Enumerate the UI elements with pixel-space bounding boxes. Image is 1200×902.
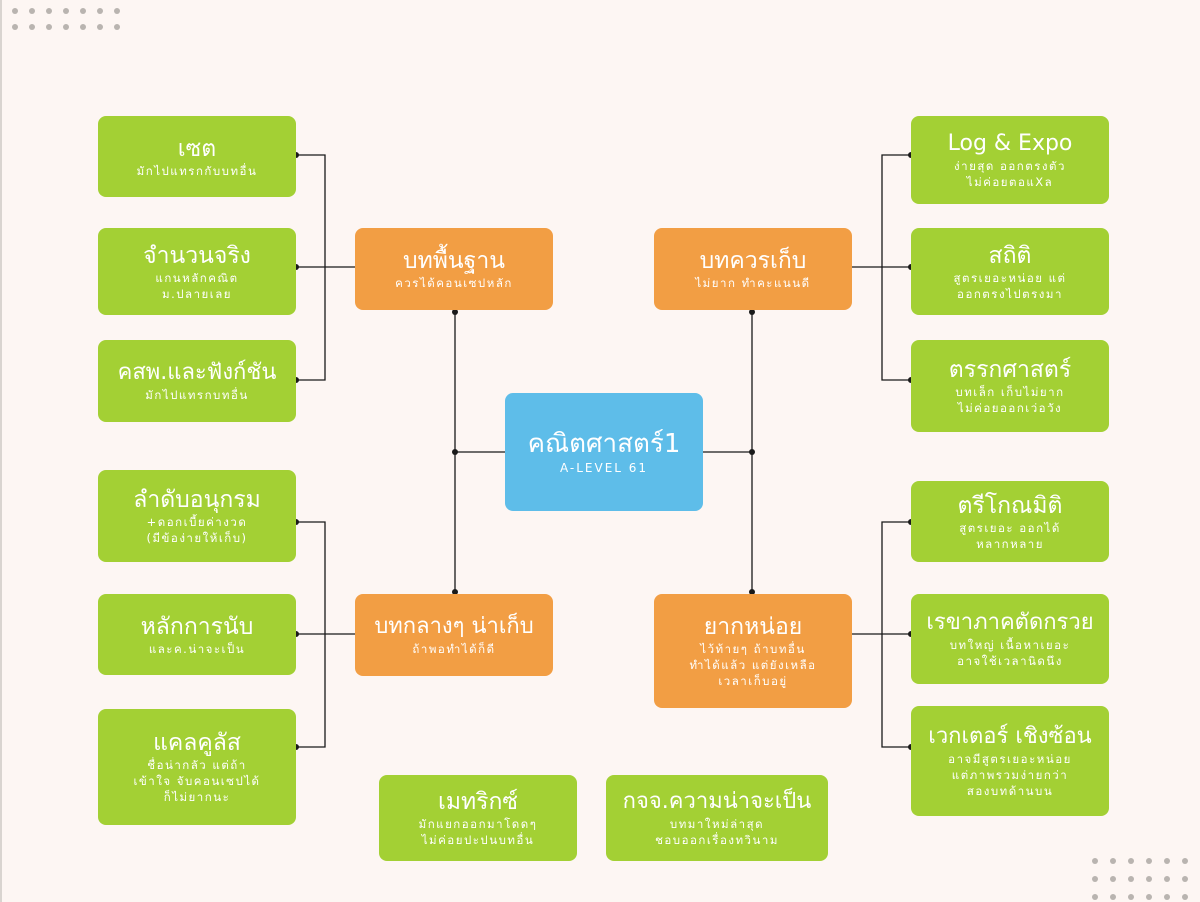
node-dot (749, 449, 755, 455)
topic-conic-note-1: บทใหญ่ เนื้อหาเยอะ (949, 638, 1071, 652)
topic-prob-title: กจจ.ความน่าจะเป็น (622, 789, 812, 814)
hub-basic-note: ควรได้คอนเซปหลัก (395, 276, 513, 290)
connector-center-basic (454, 312, 505, 453)
center-node: คณิตศาสตร์1 A-LEVEL 61 (505, 393, 703, 511)
topic-calculus: แคลคูลัส ชื่อน่ากลัว แต่ถ้า เข้าใจ จับคอ… (98, 709, 296, 825)
topic-matrix-title: เมทริกซ์ (437, 789, 519, 815)
hub-hard-title: ยากหน่อย (703, 614, 803, 640)
decorative-dots-top-left (12, 8, 120, 30)
hub-hard-note-2: ทำได้แล้ว แต่ยังเหลือ (689, 658, 817, 672)
topic-set: เซต มักไปแทรกกับบทอื่น (98, 116, 296, 197)
node-dot (749, 309, 755, 315)
hub-medium-title: บทกลางๆ น่าเก็บ (374, 614, 534, 639)
topic-trigonometry: ตรีโกณมิติ สูตรเยอะ ออกได้ หลากหลาย (911, 481, 1109, 562)
topic-calc-title: แคลคูลัส (153, 730, 241, 756)
topic-trig-note-1: สูตรเยอะ ออกได้ (959, 520, 1061, 535)
topic-set-title: เซต (177, 135, 217, 162)
topic-logic-note-2: ไม่ค่อยออกเว่อวัง (957, 401, 1063, 415)
hub-keep-title: บทควรเก็บ (699, 248, 807, 274)
topic-real-title: จำนวนจริง (143, 242, 251, 269)
topic-seq-note-1: +ดอกเบี้ยค่างวด (146, 515, 248, 529)
topic-trig-note-2: หลากหลาย (976, 536, 1044, 551)
topic-prob-note-2: ชอบออกเรื่องทวินาม (655, 833, 779, 847)
topic-vector-note-2: แต่ภาพรวมง่ายกว่า (951, 768, 1069, 782)
topic-sequences: ลำดับอนุกรม +ดอกเบี้ยค่างวด (มีข้อง่ายให… (98, 470, 296, 562)
hub-medium: บทกลางๆ น่าเก็บ ถ้าพอทำได้ก็ดี (355, 594, 553, 676)
hub-keep: บทควรเก็บ ไม่ยาก ทำคะแนนดี (654, 228, 852, 310)
node-dot (749, 589, 755, 595)
hub-keep-note: ไม่ยาก ทำคะแนนดี (695, 276, 811, 290)
page-edge (0, 0, 2, 902)
topic-logic-title: ตรรกศาสตร์ (948, 357, 1072, 383)
topic-conic-note-2: อาจใช้เวลานิดนึง (957, 654, 1063, 668)
topic-seq-note-2: (มีข้อง่ายให้เก็บ) (146, 531, 248, 545)
topic-probability: กจจ.ความน่าจะเป็น บทมาใหม่ล่าสุด ชอบออกเ… (606, 775, 828, 861)
topic-log-note-1: ง่ายสุด ออกตรงตัว (954, 159, 1066, 173)
topic-log-note-2: ไม่ค่อยตอแXล (966, 175, 1054, 189)
topic-vector-complex: เวกเตอร์ เชิงซ้อน อาจมีสูตรเยอะหน่อย แต่… (911, 706, 1109, 816)
topic-log-title: Log & Expo (947, 131, 1073, 156)
topic-trig-title: ตรีโกณมิติ (957, 492, 1063, 519)
topic-calc-note-2: เข้าใจ จับคอนเซปได้ (133, 774, 261, 788)
topic-count-note: และค.น่าจะเป็น (148, 641, 246, 656)
topic-counting: หลักการนับ และค.น่าจะเป็น (98, 594, 296, 675)
center-title: คณิตศาสตร์1 (527, 429, 681, 459)
hub-hard-note-3: เวลาเก็บอยู่ (718, 674, 788, 688)
topic-vector-title: เวกเตอร์ เชิงซ้อน (928, 724, 1092, 749)
topic-real-numbers: จำนวนจริง แกนหลักคณิต ม.ปลายเลย (98, 228, 296, 315)
topic-matrix-note-2: ไม่ค่อยปะปนบทอื่น (421, 833, 535, 847)
topic-set-note: มักไปแทรกกับบทอื่น (136, 163, 258, 178)
topic-conic-title: เรขาภาคตัดกรวย (926, 610, 1094, 635)
topic-stat-note-2: ออกตรงไปตรงมา (957, 286, 1063, 301)
node-dot (452, 309, 458, 315)
center-subtitle: A-LEVEL 61 (559, 461, 649, 475)
topic-logic: ตรรกศาสตร์ บทเล็ก เก็บไม่ยาก ไม่ค่อยออกเ… (911, 340, 1109, 432)
topic-matrix-note-1: มักแยกออกมาโดดๆ (418, 817, 538, 831)
connector-center-keep (703, 312, 753, 453)
topic-func-note: มักไปแทรกบทอื่น (145, 388, 249, 402)
topic-conic: เรขาภาคตัดกรวย บทใหญ่ เนื้อหาเยอะ อาจใช้… (911, 594, 1109, 684)
topic-count-title: หลักการนับ (140, 613, 254, 640)
topic-stat-note-1: สูตรเยอะหน่อย แต่ (953, 270, 1067, 285)
topic-real-note-2: ม.ปลายเลย (162, 286, 232, 301)
topic-func-title: คสพ.และฟังก์ชัน (117, 360, 277, 385)
hub-hard: ยากหน่อย ไว้ท้ายๆ ถ้าบทอื่น ทำได้แล้ว แต… (654, 594, 852, 708)
hub-medium-note: ถ้าพอทำได้ก็ดี (412, 642, 496, 656)
topic-logic-note-1: บทเล็ก เก็บไม่ยาก (955, 385, 1065, 399)
topic-functions: คสพ.และฟังก์ชัน มักไปแทรกบทอื่น (98, 340, 296, 422)
node-dot (452, 589, 458, 595)
topic-seq-title: ลำดับอนุกรม (133, 487, 261, 513)
topic-stat-title: สถิติ (988, 242, 1032, 269)
topic-log-expo: Log & Expo ง่ายสุด ออกตรงตัว ไม่ค่อยตอแX… (911, 116, 1109, 204)
topic-vector-note-3: สองบทด้านบน (966, 784, 1054, 798)
topic-calc-note-1: ชื่อน่ากลัว แต่ถ้า (147, 758, 247, 772)
topic-prob-note-1: บทมาใหม่ล่าสุด (669, 817, 765, 831)
hub-hard-note-1: ไว้ท้ายๆ ถ้าบทอื่น (700, 642, 806, 656)
hub-basic-title: บทพื้นฐาน (403, 248, 505, 274)
topic-vector-note-1: อาจมีสูตรเยอะหน่อย (948, 752, 1072, 766)
decorative-dots-bottom-right (1092, 858, 1188, 900)
topic-calc-note-3: ก็ไม่ยากนะ (163, 790, 231, 804)
node-dot (452, 449, 458, 455)
topic-real-note-1: แกนหลักคณิต (155, 270, 239, 285)
topic-matrix: เมทริกซ์ มักแยกออกมาโดดๆ ไม่ค่อยปะปนบทอื… (379, 775, 577, 861)
hub-basic: บทพื้นฐาน ควรได้คอนเซปหลัก (355, 228, 553, 310)
topic-statistics: สถิติ สูตรเยอะหน่อย แต่ ออกตรงไปตรงมา (911, 228, 1109, 315)
